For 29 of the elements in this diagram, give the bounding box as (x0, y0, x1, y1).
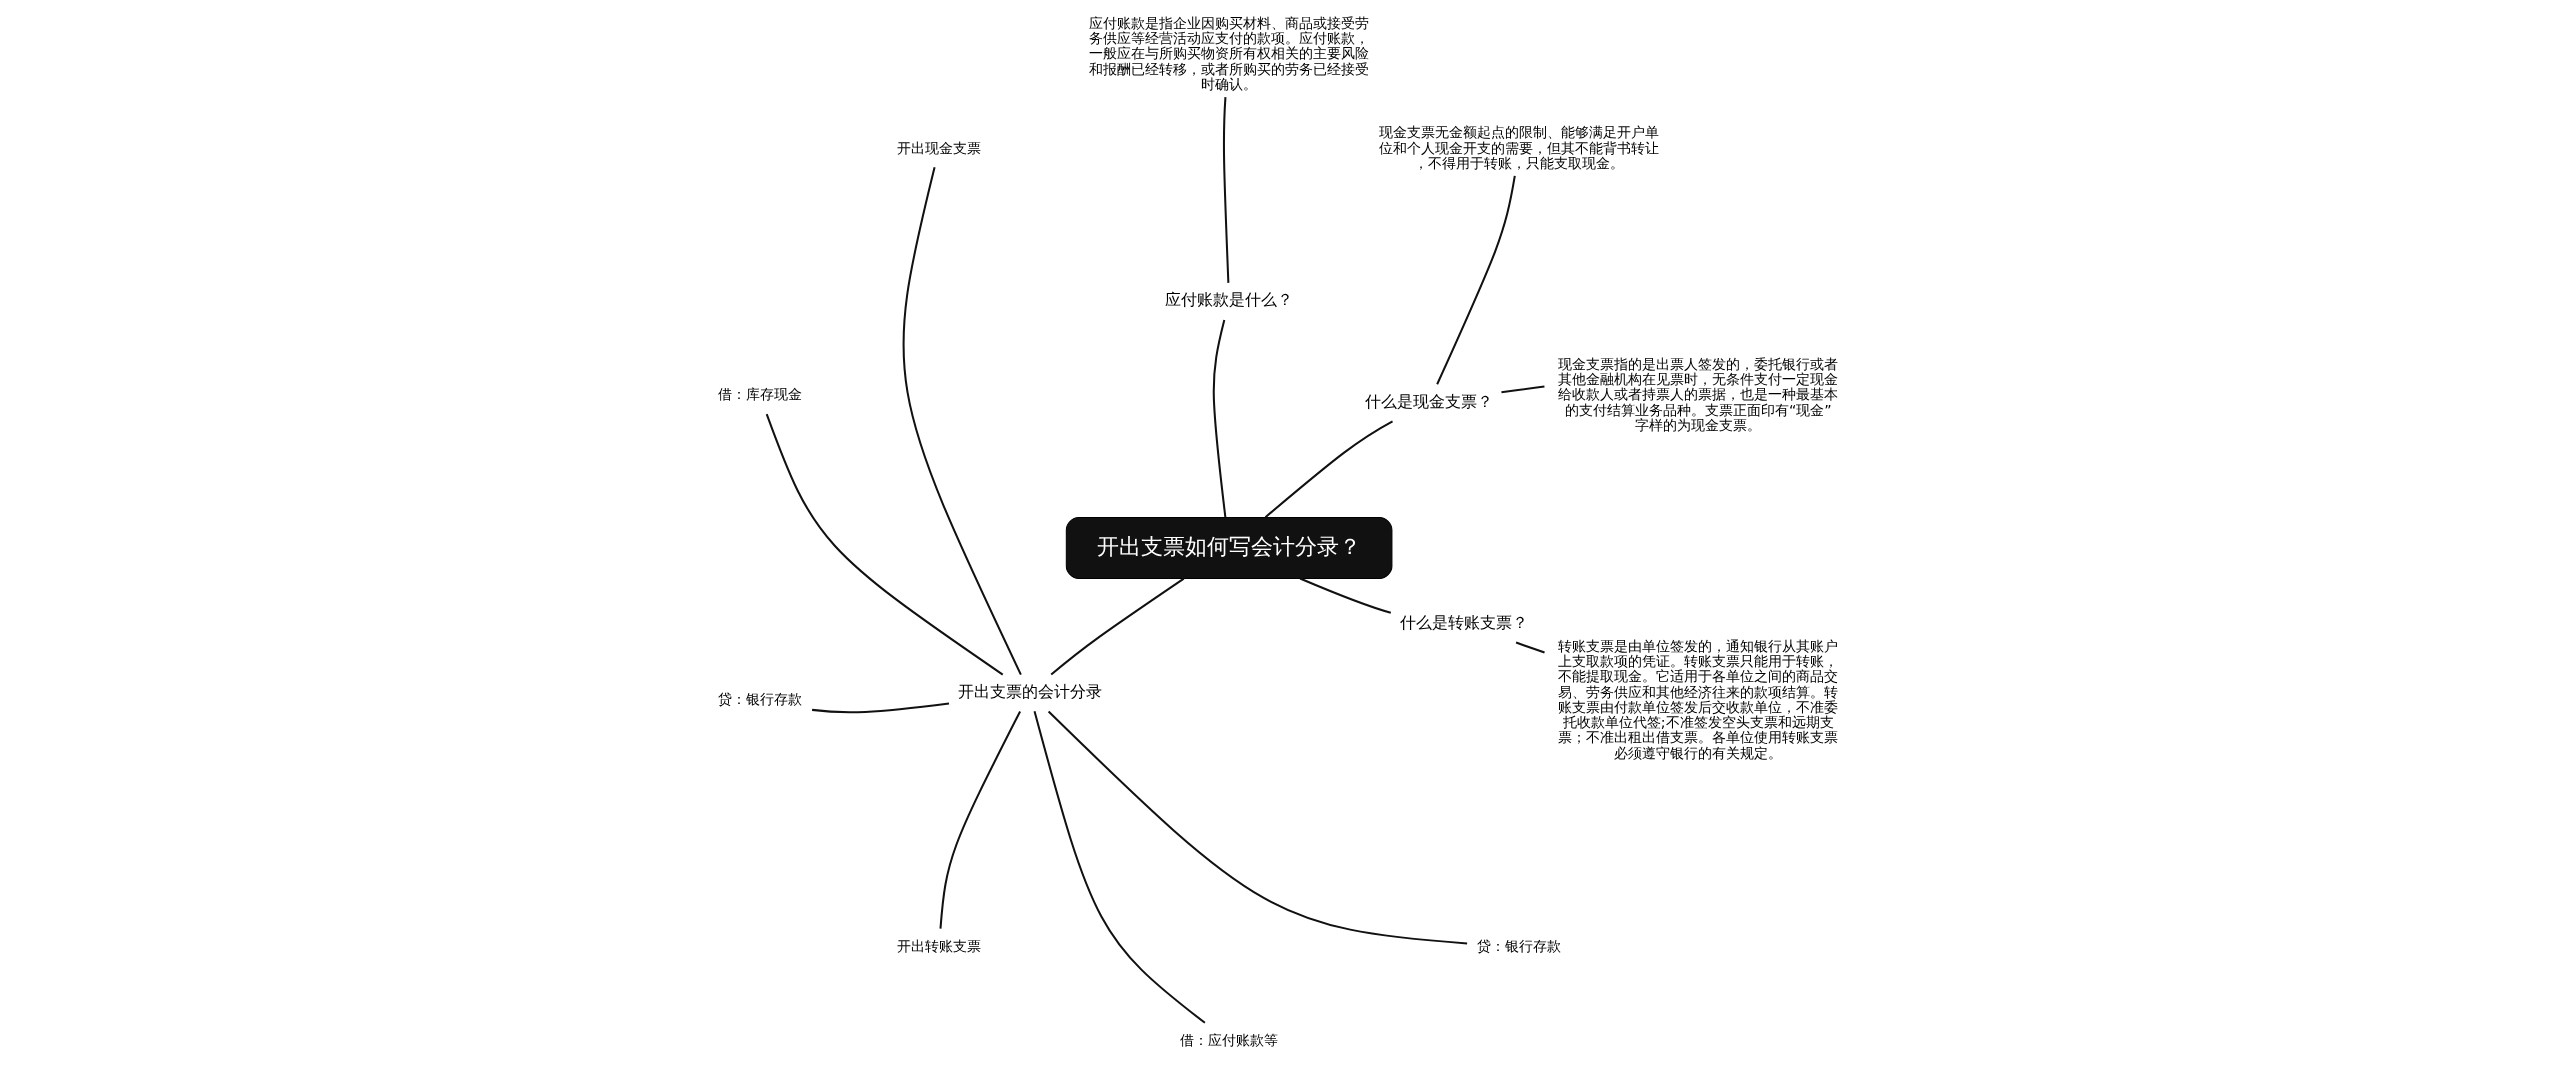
node-text: 贷：银行存款 (717, 691, 802, 708)
connector (1033, 711, 1206, 1024)
connector (1436, 175, 1516, 385)
node-text: 开出转账支票 (897, 937, 982, 954)
node-text: 贷：银行存款 (1477, 937, 1562, 954)
connector (1264, 420, 1394, 518)
connector (939, 711, 1021, 929)
node-text: 开出支票的会计分录 (957, 681, 1102, 701)
node-text: 借：应付账款等 (1180, 1032, 1279, 1049)
connector (902, 167, 1022, 675)
node-text: 转账支票是由单位签发的，通知银行从其账户上支取款项的凭证。转账支票只能用于转账，不能提取现金。它适用于各单位之间的商品交易、劳务供应和其他经济往来的款项结算。转账支票由付款单位签发后交收款单位，不准委托收款单位代签;不准签发空头支票和远期支票；不准出租出借支票。各单位使用转账支票必须遵守银行的有关规定。 (1558, 637, 1839, 761)
connector (1501, 385, 1545, 394)
node-text: 应付账款是指企业因购买材料、商品或接受劳务供应等经营活动应支付的款项。应付账款，一般应在与所购买物资所有权相关的主要风险和报酬已经转移，或者所购买的劳务已经接受时确认。 (1089, 14, 1370, 92)
connector (1050, 577, 1185, 676)
connector (1212, 319, 1227, 518)
connector (1515, 641, 1545, 654)
node-text: 借：库存现金 (717, 386, 802, 403)
node-text: 什么是转账支票？ (1399, 613, 1528, 633)
connector (811, 702, 950, 714)
node-text: 什么是现金支票？ (1364, 391, 1493, 411)
node-text: 开出现金支票 (897, 139, 982, 156)
node-text: 现金支票无金额起点的限制、能够满足开户单位和个人现金开支的需要，但其不能背书转让，不得用于转账，只能支取现金。 (1379, 124, 1660, 171)
node-box: 开出支票如何写会计分录？ (1065, 516, 1393, 579)
node-text: 现金支票指的是出票人签发的，委托银行或者其他金融机构在见票时，无条件支付一定现金给收款人或者持票人的票据，也是一种最基本的支付结算业务品种。支票正面印有“现金”字样的为现金支票。 (1558, 355, 1839, 433)
connector (1047, 710, 1468, 945)
connector (765, 413, 1004, 676)
connector (1222, 97, 1230, 283)
connector (1299, 577, 1392, 614)
node-text: 应付账款是什么？ (1165, 290, 1294, 310)
